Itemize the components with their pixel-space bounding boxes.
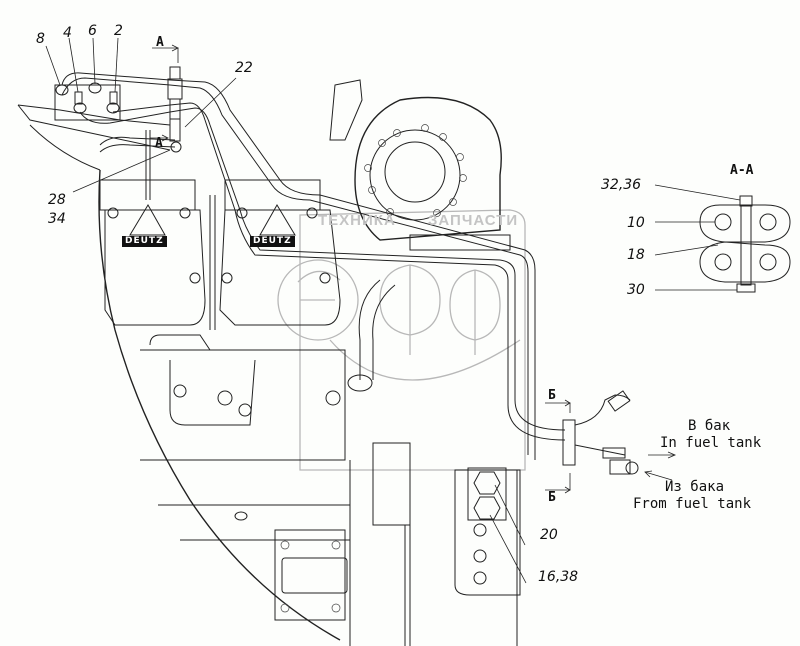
section-view-title: A-A	[730, 163, 754, 178]
section-a-a-clamp	[699, 195, 791, 293]
fuel-lines	[61, 72, 566, 460]
label-from-tank-ru: Из бака	[665, 479, 725, 495]
fuel-tank-connectors	[562, 390, 639, 475]
callout-34: 34	[48, 211, 66, 227]
callout-10: 10	[627, 215, 645, 231]
section-mark-b-bottom: Б	[548, 490, 556, 505]
watermark-logo	[277, 209, 526, 471]
cylinder-head-right	[219, 179, 341, 326]
callout-20: 20	[540, 527, 558, 543]
right-mounting-plate	[454, 467, 521, 646]
watermark-text-left: ТЕХНИКА	[318, 212, 396, 229]
crankcase	[140, 334, 350, 541]
center-bracket	[349, 442, 411, 646]
callout-28: 28	[48, 192, 66, 208]
label-from-tank-en: From fuel tank	[633, 496, 752, 512]
callout-32-36: 32,36	[601, 177, 642, 193]
callout-22: 22	[235, 60, 253, 76]
callout-18: 18	[627, 247, 645, 263]
cylinder-head-left	[99, 179, 206, 326]
section-mark-a-top: A	[156, 35, 164, 50]
callout-4: 4	[63, 25, 72, 41]
mounting-flange	[274, 529, 348, 621]
section-mark-b-top: Б	[548, 388, 556, 403]
deutz-logo-left: DEUTZ	[122, 236, 167, 247]
label-to-tank-en: In fuel tank	[660, 435, 762, 451]
callout-30: 30	[627, 282, 645, 298]
watermark-text-right: ЗАПЧАСТИ	[428, 212, 519, 229]
deutz-logo-right: DEUTZ	[250, 236, 295, 247]
turbocharger	[329, 79, 511, 251]
section-mark-a-bottom: A	[155, 136, 163, 151]
bell-housing-outline	[98, 169, 341, 641]
pipe-clamp-a	[167, 66, 183, 153]
callout-8: 8	[36, 31, 45, 47]
callout-16-38: 16,38	[538, 569, 579, 585]
callout-6: 6	[88, 23, 97, 39]
label-to-tank-ru: В бак	[688, 418, 731, 434]
callout-2: 2	[114, 23, 123, 39]
